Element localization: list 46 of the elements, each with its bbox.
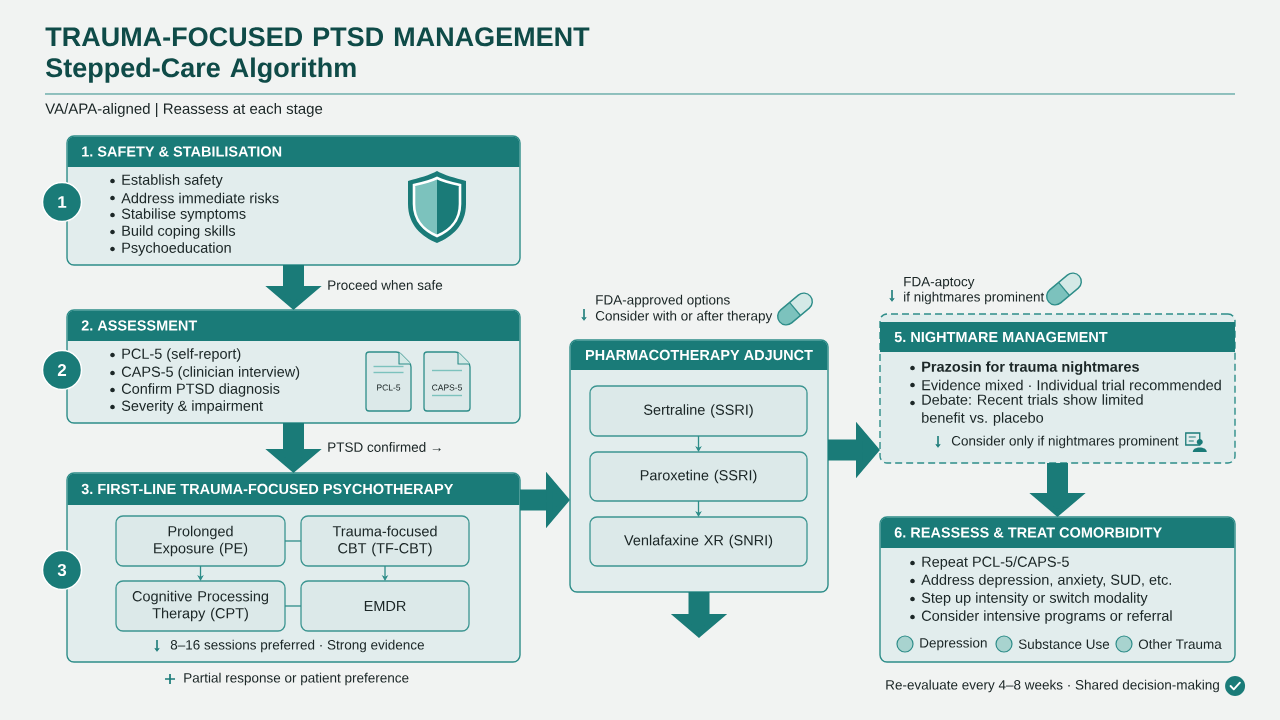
marker-label: Depression (920, 637, 987, 651)
note-text: Consider with or after therapy (595, 310, 773, 324)
list-item: Step up intensity or switch modality (921, 592, 1148, 606)
note-text: 8–16 sessions preferred · Strong evidence (170, 639, 424, 653)
option-box: Venlafaxine XR (SNRI) (589, 516, 808, 567)
marker-label: Other Trauma (1138, 639, 1222, 649)
list-item: Severity & impairment (121, 400, 263, 414)
list-item: Consider intensive programs or referral (921, 610, 1172, 624)
card-header: PHARMACOTHERAPY ADJUNCT (570, 340, 828, 370)
note-text: FDA-aptocy (904, 276, 975, 290)
option-box: Sertraline (SSRI) (589, 385, 808, 437)
list-item: Address depression, anxiety, SUD, etc. (921, 574, 1172, 588)
note-text: Re-evaluate every 4–8 weeks · Shared decision-making (886, 679, 1219, 693)
list-item: Confirm PTSD diagnosis (121, 383, 280, 397)
title: TRAUMA-FOCUSED PTSD MANAGEMENT Stepped-Care Algorithm (45, 27, 590, 83)
list-item: Stabilise symptoms (121, 208, 246, 222)
note-text: if nightmares prominent (904, 291, 1045, 305)
option-box: Prolonged Exposure (PE) (115, 515, 286, 567)
step-number-badge: 3 (41, 549, 83, 591)
document-sheet: PCL-5 (365, 351, 412, 412)
list-item: PCL-5 (self-report) (122, 348, 241, 362)
list-item: Psychoeducation (122, 242, 231, 256)
list-item: CAPS-5 (clinician interview) (121, 366, 300, 380)
subtitle: VA/APA-aligned | Reassess at each stage (45, 103, 323, 118)
list-item: Debate: Recent trials show limited benefit vs. placebo (922, 394, 1143, 426)
card-header: 1. SAFETY & STABILISATION (67, 136, 520, 167)
note-text: Consider only if nightmares prominent (951, 435, 1179, 449)
option-box: Trauma-focused CBT (TF-CBT) (300, 515, 470, 567)
edge-label: PTSD confirmed → (328, 442, 441, 452)
list-item: Build coping skills (122, 225, 236, 239)
step-number-badge: 1 (41, 181, 83, 223)
note-text: FDA-approved options (596, 294, 730, 308)
note-text: Partial response or patient preference (184, 672, 409, 686)
card-header: 5. NIGHTMARE MANAGEMENT (880, 322, 1235, 352)
option-box: Cognitive Processing Therapy (CPT) (115, 580, 286, 632)
marker-label: Substance Use (1018, 639, 1110, 649)
option-box: EMDR (300, 580, 470, 632)
list-item: Repeat PCL-5/CAPS-5 (922, 556, 1069, 570)
option-box: Paroxetine (SSRI) (589, 451, 808, 502)
list-item: Establish safety (122, 174, 223, 188)
edge-label: Proceed when safe (328, 280, 443, 290)
step-number-badge: 2 (41, 349, 83, 391)
list-item: Evidence mixed · Individual trial recommended (922, 379, 1221, 391)
list-item: Prazosin for trauma nightmares (922, 361, 1139, 375)
list-item: Address immediate risks (121, 192, 279, 204)
document-sheet: CAPS-5 (423, 351, 471, 412)
